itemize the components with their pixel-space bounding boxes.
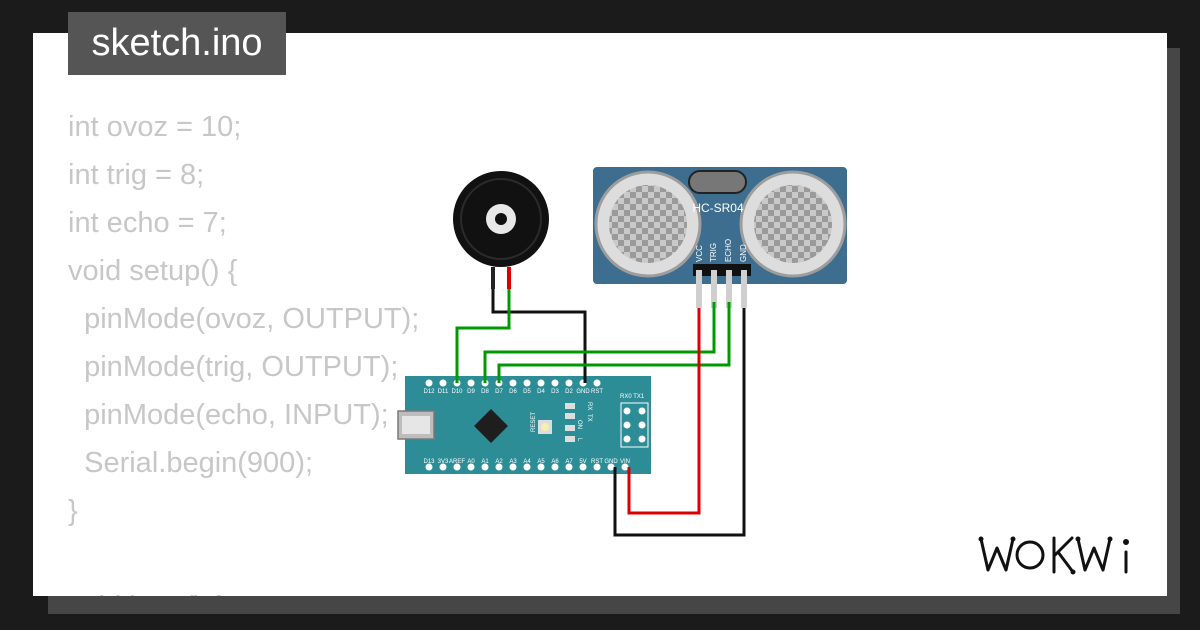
header-pin[interactable] <box>509 379 517 387</box>
code-line: int echo = 7; <box>68 207 227 239</box>
pin-label: D13 <box>423 459 435 465</box>
header-pin[interactable] <box>607 463 615 471</box>
code-line: void loop() { <box>68 583 419 596</box>
header-pin[interactable] <box>453 463 461 471</box>
pin-label: 3V3 <box>438 459 449 465</box>
pin-label: AREF <box>449 459 465 465</box>
preview-card: int ovoz = 10; int trig = 8; int echo = 7;… <box>33 33 1167 596</box>
code-line: pinMode(trig, OUTPUT); <box>68 351 399 383</box>
pin-label: D6 <box>509 389 517 395</box>
ultrasonic-sensor[interactable]: HC-SR04 VCC TRIG ECHO GND <box>593 167 847 308</box>
pin-label: A5 <box>537 459 545 465</box>
wire-buzzer-d10[interactable] <box>455 289 511 383</box>
pin-label: A1 <box>481 459 489 465</box>
header-pin[interactable] <box>565 379 573 387</box>
pin-label: D3 <box>551 389 559 395</box>
header-pin[interactable] <box>565 463 573 471</box>
microcontroller-chip <box>474 409 508 443</box>
pin-label: VIN <box>620 459 630 465</box>
led-label: ON <box>576 420 582 429</box>
file-title-tab[interactable]: sketch.ino <box>68 12 286 75</box>
header-pin[interactable] <box>495 463 503 471</box>
wokwi-logo <box>978 536 1129 575</box>
pin-label: GND <box>576 389 590 395</box>
header-pin[interactable] <box>481 463 489 471</box>
header-pin[interactable] <box>425 379 433 387</box>
pin-label: A7 <box>565 459 573 465</box>
pin-label: D2 <box>565 389 573 395</box>
pin-label: A2 <box>495 459 503 465</box>
header-pin[interactable] <box>593 463 601 471</box>
header-pin[interactable] <box>467 463 475 471</box>
header-pin[interactable] <box>537 379 545 387</box>
pin-label: A3 <box>509 459 517 465</box>
pin-label: A0 <box>467 459 475 465</box>
sensor-pin-label: VCC <box>695 245 704 262</box>
header-pin[interactable] <box>537 463 545 471</box>
header-pin[interactable] <box>551 463 559 471</box>
code-line: Serial.begin(900); <box>68 447 314 479</box>
reset-label: RESET <box>531 412 537 432</box>
pin-label: GND <box>604 459 618 465</box>
code-line: pinMode(ovoz, OUTPUT); <box>68 303 420 335</box>
wiring <box>455 289 746 537</box>
header-pin[interactable] <box>439 379 447 387</box>
header-pin[interactable] <box>621 463 629 471</box>
header-pin[interactable] <box>579 463 587 471</box>
wire-buzzer-gnd[interactable] <box>491 289 587 383</box>
code-line: int ovoz = 10; <box>68 111 242 143</box>
pin-label: A4 <box>523 459 531 465</box>
wire-gnd-gnd[interactable] <box>613 308 746 537</box>
code-editor: int ovoz = 10; int trig = 8; int echo = 7;… <box>68 103 419 596</box>
code-line: void setup() { <box>68 255 238 287</box>
wire-echo-d7[interactable] <box>497 302 731 383</box>
sensor-pin-label: TRIG <box>709 243 718 262</box>
pin-label: A6 <box>551 459 559 465</box>
pin-label: RST <box>591 389 603 395</box>
pin-label: D11 <box>438 389 449 395</box>
pin-label: D8 <box>481 389 489 395</box>
pin-label: D5 <box>523 389 531 395</box>
sensor-label: HC-SR04 <box>692 201 744 215</box>
wire-vcc-5v[interactable] <box>627 308 701 515</box>
code-line: } <box>68 495 78 527</box>
sensor-pin-label: GND <box>739 244 748 262</box>
pin-label: 5V <box>579 459 586 465</box>
header-pin[interactable] <box>523 463 531 471</box>
pin-label: D9 <box>467 389 475 395</box>
led-label: TX <box>586 414 592 422</box>
led-label: RX <box>586 402 592 410</box>
pin-label: D4 <box>537 389 545 395</box>
wire-trig-d8[interactable] <box>483 302 716 383</box>
code-line: pinMode(echo, INPUT); <box>68 399 389 431</box>
header-pin[interactable] <box>467 379 475 387</box>
header-pin[interactable] <box>439 463 447 471</box>
header-pin[interactable] <box>509 463 517 471</box>
pin-label: RST <box>591 459 603 465</box>
reset-button[interactable] <box>541 423 549 431</box>
piezo-buzzer[interactable] <box>453 171 549 289</box>
pin-label: D7 <box>495 389 503 395</box>
header-pin[interactable] <box>425 463 433 471</box>
code-line: int trig = 8; <box>68 159 205 191</box>
header-pin[interactable] <box>523 379 531 387</box>
header-pin[interactable] <box>551 379 559 387</box>
pin-label: D10 <box>451 389 463 395</box>
led-label: L <box>576 438 582 442</box>
header-pin[interactable] <box>593 379 601 387</box>
serial-label: RX0 TX1 <box>620 394 645 400</box>
sensor-pin-label: ECHO <box>724 239 733 262</box>
pin-label: D12 <box>423 389 435 395</box>
